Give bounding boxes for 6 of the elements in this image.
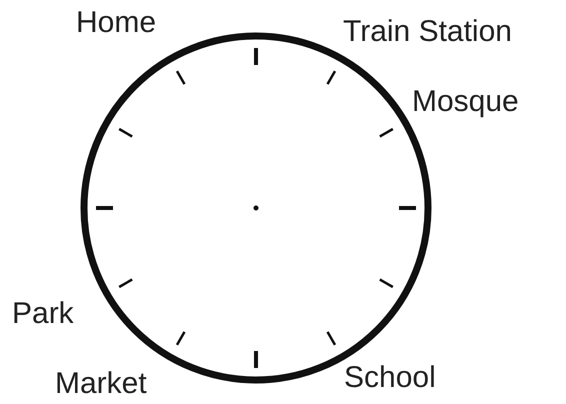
place-label: Market <box>55 369 147 399</box>
place-label: School <box>344 363 436 393</box>
place-label: Mosque <box>412 87 519 117</box>
place-label: Train Station <box>343 17 512 47</box>
place-label: Home <box>76 8 156 38</box>
place-label: Park <box>12 299 74 329</box>
